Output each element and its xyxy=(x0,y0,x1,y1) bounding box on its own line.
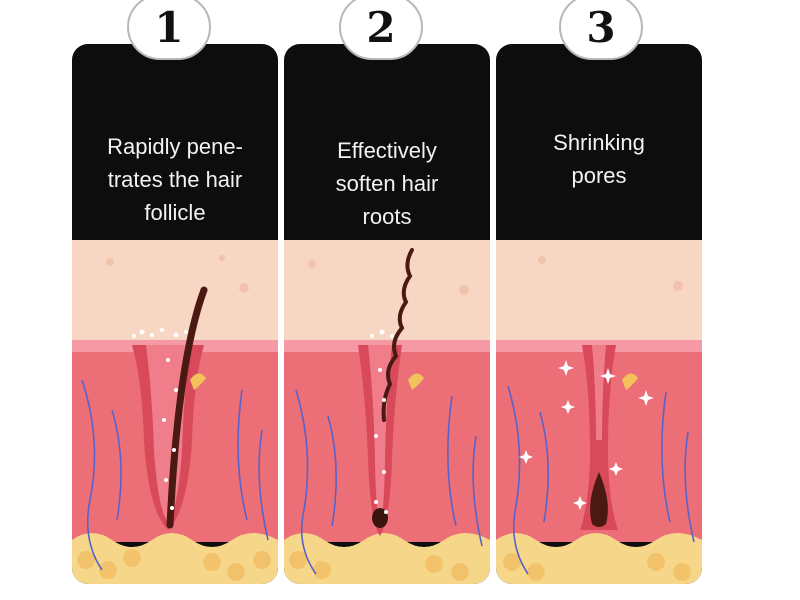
hair-follicle-illustration-2 xyxy=(284,240,490,584)
hair-root xyxy=(372,508,388,528)
fat-layer xyxy=(72,533,278,584)
blood-vessels xyxy=(81,379,269,571)
sebaceous-gland xyxy=(190,373,206,390)
step-3-caption: Shrinking pores xyxy=(553,130,645,188)
step-3-number-badge: 3 xyxy=(559,0,643,60)
step-2-panel: Effectively soften hair roots xyxy=(284,44,490,584)
hair-follicle-illustration-3 xyxy=(496,240,702,584)
sebaceous-gland xyxy=(622,373,638,390)
sparkle-icons xyxy=(519,360,654,510)
hair-root xyxy=(590,472,608,527)
hair-strand xyxy=(166,286,208,529)
step-2-caption: Effectively soften hair roots xyxy=(335,138,439,229)
sebaceous-gland xyxy=(408,373,424,390)
epidermis-layer xyxy=(496,240,702,345)
step-1-number-badge: 1 xyxy=(127,0,211,60)
step-3-panel: Shrinking pores xyxy=(496,44,702,584)
blood-vessels xyxy=(507,385,695,575)
step-2-number-badge: 2 xyxy=(339,0,423,60)
step-1-panel: Rapidly pene- trates the hair follicle xyxy=(72,44,278,584)
hair-follicle-illustration-1 xyxy=(72,240,278,584)
epidermis-layer xyxy=(284,240,490,345)
epidermis-layer xyxy=(72,240,278,345)
softened-hair-strand xyxy=(381,248,414,422)
fat-layer xyxy=(496,533,702,584)
step-1-caption: Rapidly pene- trates the hair follicle xyxy=(107,134,243,225)
blood-vessels xyxy=(295,389,483,575)
